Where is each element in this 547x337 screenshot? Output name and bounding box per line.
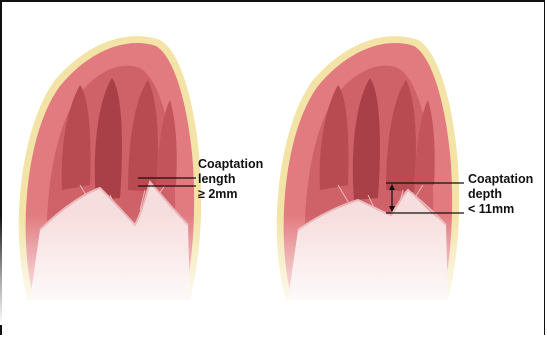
right-heart-illustration (258, 36, 473, 325)
coaptation-depth-label: Coaptation depth < 11mm (468, 172, 533, 217)
right-base-fade (258, 215, 473, 325)
coaptation-length-label-line-1: Coaptation (198, 157, 263, 172)
coaptation-length-label-line-2: length (198, 172, 263, 187)
coaptation-length-label: Coaptation length ≥ 2mm (198, 157, 263, 202)
coaptation-depth-label-line-3: < 11mm (468, 202, 533, 217)
coaptation-length-label-line-3: ≥ 2mm (198, 187, 263, 202)
coaptation-depth-label-line-1: Coaptation (468, 172, 533, 187)
left-base-fade (0, 215, 215, 325)
left-heart-illustration (0, 36, 215, 325)
coaptation-depth-label-line-2: depth (468, 187, 533, 202)
